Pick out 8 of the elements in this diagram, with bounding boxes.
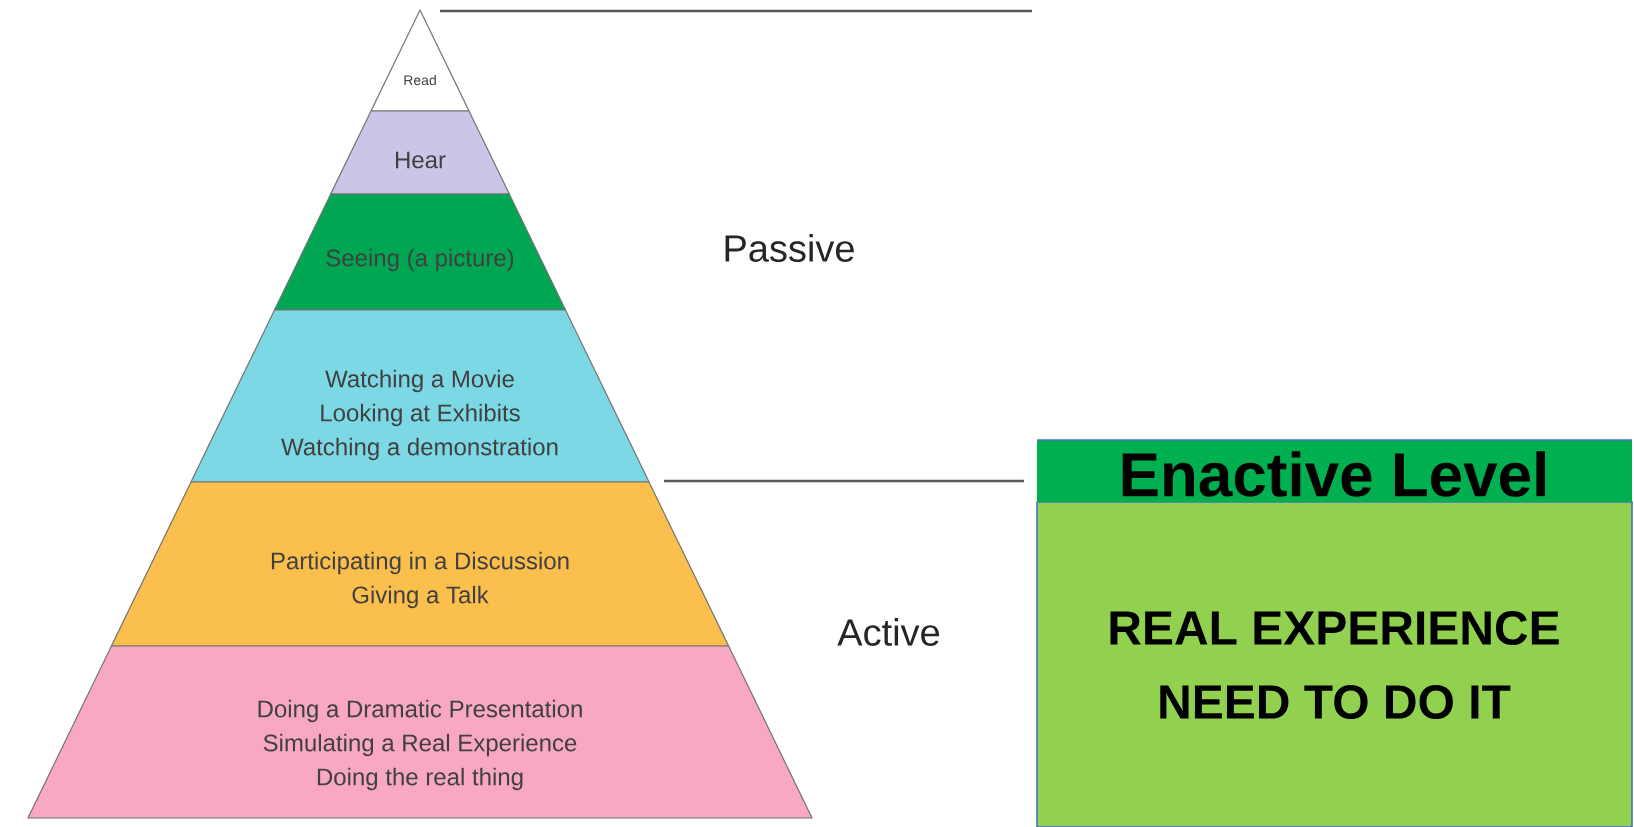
pyramid-layer: Participating in a Discussion Giving a Talk [110, 481, 730, 647]
level-card: Enactive Level REAL EXPERIENCE NEED TO DO IT [1036, 439, 1633, 827]
pyramid-layer: Doing a Dramatic Presentation Simulating a Real Experience Doing the real thing [27, 645, 813, 819]
level-label: Passive [725, 234, 854, 262]
pyramid-layer: Seeing (a picture) [273, 193, 567, 311]
pyramid-layer: Watching a Movie Looking at Exhibits Watching a demonstration [190, 309, 650, 483]
level-label: Active [837, 618, 940, 646]
node-label: Enactive Level [1122, 451, 1545, 497]
